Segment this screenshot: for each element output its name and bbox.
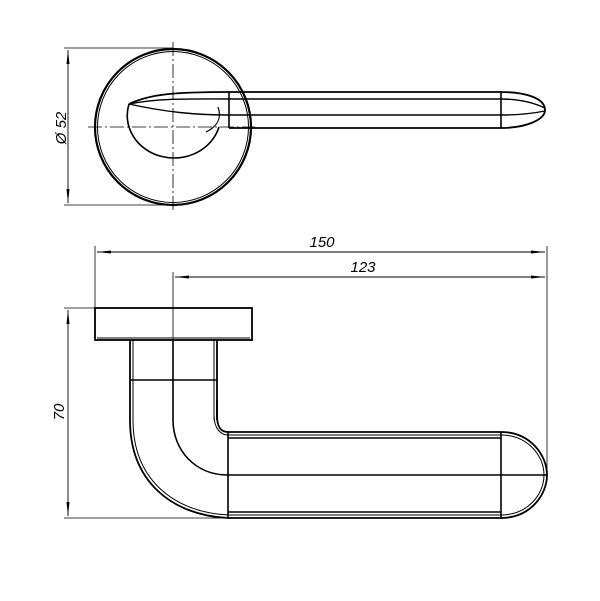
overall-length-label: 150 <box>309 234 335 251</box>
height-label: 70 <box>51 403 68 420</box>
diameter-label: Ø 52 <box>53 111 70 145</box>
side-view <box>64 246 548 519</box>
rosette-side <box>94 307 253 341</box>
spindle-arc <box>126 103 220 159</box>
lever-top-view <box>128 91 546 129</box>
lever-side <box>129 400 548 519</box>
lever-length-label: 123 <box>350 259 376 276</box>
top-view <box>64 42 546 212</box>
